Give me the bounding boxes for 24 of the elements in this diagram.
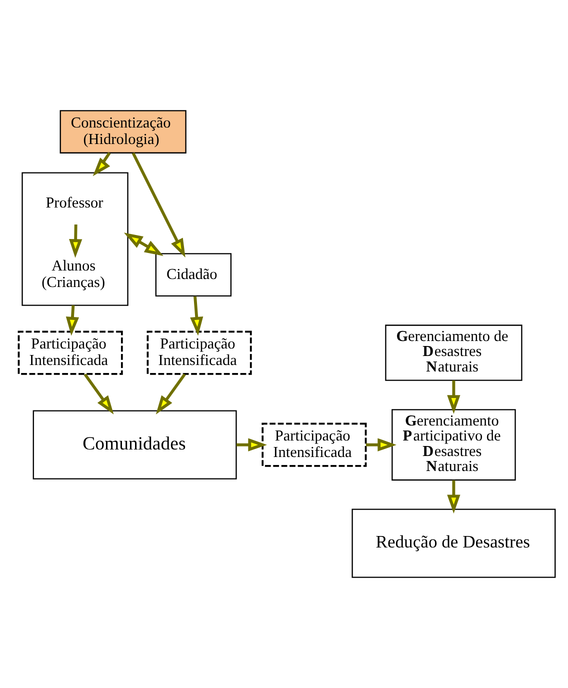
arrow <box>447 480 460 514</box>
arrow <box>236 438 267 452</box>
arrow <box>366 438 396 452</box>
arrow <box>84 373 114 414</box>
node-box: Comunidades <box>32 410 237 480</box>
node-box: Participação Intensificada <box>262 422 367 467</box>
node-text: Professor <box>46 194 104 212</box>
node-box: Participação Intensificada <box>146 330 252 375</box>
node-box: Cidadão <box>155 253 232 297</box>
arrow <box>132 152 186 258</box>
node-text: Alunos (Crianças) <box>42 258 106 292</box>
node-box: Participação Intensificada <box>18 330 123 375</box>
cluster <box>22 172 128 306</box>
node-box: Conscientização (Hidrologia) <box>60 110 186 154</box>
arrow <box>92 152 111 176</box>
node-box: Gerenciamento de Desastres Naturais <box>385 324 522 381</box>
arrow <box>156 373 186 414</box>
arrow <box>69 224 82 258</box>
arrow <box>447 380 460 414</box>
node-box: Gerenciamento Participativo de Desastres Naturais <box>392 409 516 481</box>
arrow <box>66 305 80 336</box>
arrow <box>190 296 204 336</box>
node-box: Redução de Desastres <box>352 508 556 578</box>
arrow <box>124 232 164 256</box>
